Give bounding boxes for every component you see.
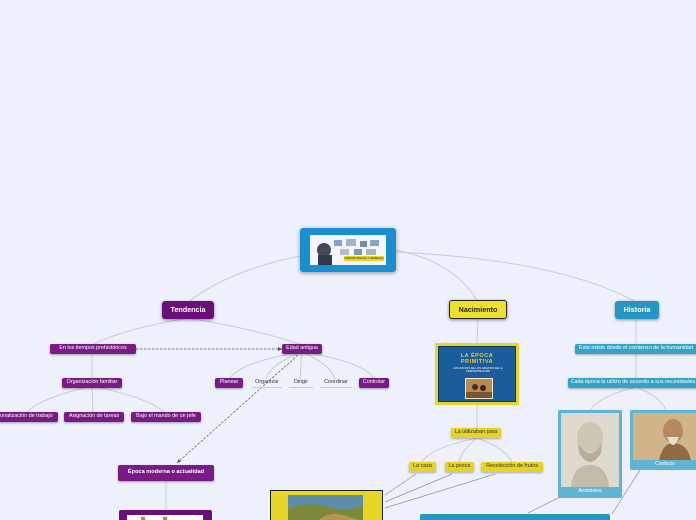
node-edad-antigua[interactable]: Edad antigua <box>282 344 322 354</box>
node-prehistoricos[interactable]: En los tiempos prehistóricos <box>50 344 136 354</box>
node-utilizaban[interactable]: La utilizaban para <box>451 428 501 438</box>
node-controlar[interactable]: Controlar <box>359 378 389 388</box>
central-image-node[interactable]: ADMINISTRACION Y GERENCIA <box>300 228 396 272</box>
node-coordinar[interactable]: Coordinar <box>320 378 352 388</box>
aristoteles-label: Aristoteles <box>578 488 602 494</box>
node-pesca[interactable]: La pesca <box>445 462 474 472</box>
aristoteles-card[interactable]: Aristoteles <box>558 410 622 498</box>
epoca-moderna-image[interactable] <box>119 510 212 520</box>
central-image: ADMINISTRACION Y GERENCIA <box>310 235 386 265</box>
node-epoca-moderna[interactable]: Época moderna o actualidad <box>118 465 214 481</box>
poster-thumbnail <box>465 378 493 399</box>
epoca-primitiva-poster[interactable]: LA ÉPOCA PRIMITIVA LOS INICIOS DE LOS GR… <box>435 343 519 405</box>
poster-subtitle: LOS INICIOS DE LOS GRUPOS DE LA ADMINIST… <box>453 366 503 374</box>
node-cada-epoca[interactable]: Cada época la utilizo de acuerdo a sus n… <box>568 378 696 388</box>
node-dirigir[interactable]: Dirigir <box>289 378 313 388</box>
node-mando[interactable]: Bajo el mando de un jefe <box>131 412 201 422</box>
central-banner: ADMINISTRACION Y GERENCIA <box>344 256 384 261</box>
historia-image-bottom[interactable] <box>420 514 610 520</box>
node-organizar[interactable]: Organizar <box>252 378 282 388</box>
node-historia[interactable]: Historia <box>615 301 659 319</box>
node-existe[interactable]: Esta existe desde el comienzo de la huma… <box>575 344 696 354</box>
node-caza[interactable]: La caza <box>409 462 436 472</box>
aristoteles-image <box>561 413 619 487</box>
node-frutos[interactable]: Recolección de frutos <box>481 462 543 472</box>
node-racionalizacion[interactable]: Racionalización de trabajo <box>0 412 58 422</box>
node-nacimiento[interactable]: Nacimiento <box>449 300 507 319</box>
node-planear[interactable]: Planear <box>215 378 243 388</box>
node-asignacion[interactable]: Asignación de tareas <box>64 412 124 422</box>
confucio-label: Confucio <box>655 461 675 467</box>
confucio-image <box>633 413 696 460</box>
poster-title: LA ÉPOCA PRIMITIVA <box>460 353 494 365</box>
node-tendencia[interactable]: Tendencia <box>162 301 214 319</box>
confucio-card[interactable]: Confucio <box>630 410 696 470</box>
node-organizacion-familiar[interactable]: Organización familiar <box>62 378 122 388</box>
primitive-scene-image[interactable] <box>270 490 383 520</box>
